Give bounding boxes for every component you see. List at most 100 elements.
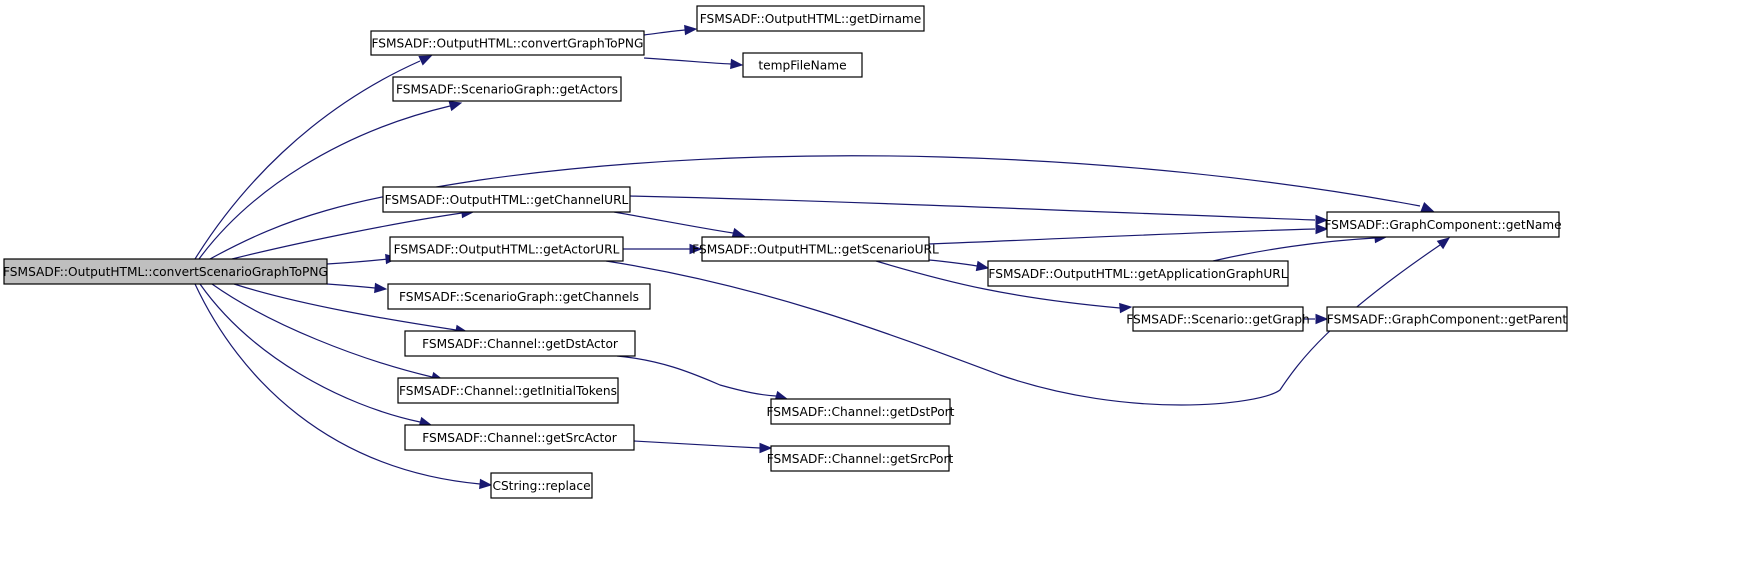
node-getDirname[interactable]: FSMSADF::OutputHTML::getDirname <box>696 5 925 32</box>
edge-getApplicationGraphURL-to-getName <box>1212 232 1388 262</box>
arrowhead-icon <box>374 282 388 294</box>
arrowhead-icon <box>448 100 463 112</box>
edge-line <box>326 283 376 289</box>
node-label: FSMSADF::ScenarioGraph::getChannels <box>399 290 639 304</box>
node-box[interactable] <box>490 472 593 499</box>
edge-root-to-getName <box>209 155 1435 260</box>
node-getChannelURL[interactable]: FSMSADF::OutputHTML::getChannelURL <box>382 186 631 213</box>
edge-getScenarioURL-to-getName <box>928 223 1329 245</box>
edge-line <box>928 259 978 267</box>
node-label: FSMSADF::OutputHTML::getDirname <box>700 12 922 26</box>
edge-getChannelURL-to-getName <box>629 195 1329 226</box>
arrowhead-icon <box>1119 302 1133 314</box>
node-getActors[interactable]: FSMSADF::ScenarioGraph::getActors <box>392 76 622 102</box>
node-label: FSMSADF::Scenario::getGraph <box>1126 313 1310 327</box>
node-box[interactable] <box>392 76 622 102</box>
edge-root-to-convertGraphToPNG <box>194 55 433 260</box>
edge-line <box>613 211 734 234</box>
edge-line <box>1212 237 1376 262</box>
node-root[interactable]: FSMSADF::OutputHTML::convertScenarioGrap… <box>3 258 328 285</box>
node-getParent[interactable]: FSMSADF::GraphComponent::getParent <box>1326 306 1568 332</box>
edge-root-to-replace <box>194 283 493 490</box>
node-box[interactable] <box>701 236 930 262</box>
arrowhead-icon <box>975 260 990 272</box>
nodes-layer: FSMSADF::OutputHTML::convertScenarioGrap… <box>3 5 1568 499</box>
node-box[interactable] <box>696 5 925 32</box>
node-box[interactable] <box>370 30 645 56</box>
edge-line <box>605 244 1441 406</box>
arrowhead-icon <box>731 227 746 239</box>
arrowhead-icon <box>479 478 493 490</box>
node-label: FSMSADF::GraphComponent::getName <box>1324 218 1561 232</box>
edge-line <box>629 195 1316 221</box>
node-getSrcPort[interactable]: FSMSADF::Channel::getSrcPort <box>767 445 954 472</box>
node-box[interactable] <box>404 330 636 357</box>
edge-line <box>616 355 777 397</box>
node-label: FSMSADF::Channel::getDstPort <box>767 405 955 419</box>
edge-line <box>928 228 1316 245</box>
node-getDstPort[interactable]: FSMSADF::Channel::getDstPort <box>767 398 955 425</box>
node-getSrcActor[interactable]: FSMSADF::Channel::getSrcActor <box>404 424 635 451</box>
edge-getScenarioURL-to-getApplicationGraphURL <box>928 259 990 272</box>
edges-layer <box>194 24 1451 490</box>
edge-line <box>643 57 732 65</box>
edge-line <box>198 105 451 260</box>
node-replace[interactable]: CString::replace <box>490 472 593 499</box>
node-getInitialTokens[interactable]: FSMSADF::Channel::getInitialTokens <box>397 377 619 404</box>
edge-line <box>211 283 433 378</box>
node-box[interactable] <box>3 258 328 285</box>
node-getName[interactable]: FSMSADF::GraphComponent::getName <box>1324 211 1562 238</box>
node-box[interactable] <box>1132 306 1304 332</box>
edge-line <box>231 212 463 260</box>
edge-root-to-getActors <box>198 100 463 260</box>
node-getScenarioURL[interactable]: FSMSADF::OutputHTML::getScenarioURL <box>692 236 939 262</box>
node-getActorURL[interactable]: FSMSADF::OutputHTML::getActorURL <box>389 236 624 262</box>
node-box[interactable] <box>770 398 951 425</box>
edge-line <box>209 155 1421 260</box>
node-label: FSMSADF::Channel::getInitialTokens <box>399 384 617 398</box>
edge-getActorURL-to-getScenarioURL <box>623 243 703 255</box>
node-getDstActor[interactable]: FSMSADF::Channel::getDstActor <box>404 330 636 357</box>
node-box[interactable] <box>397 377 619 404</box>
edge-line <box>643 29 686 36</box>
node-tempFileName[interactable]: tempFileName <box>742 52 863 78</box>
node-label: FSMSADF::Channel::getSrcActor <box>422 431 618 445</box>
node-label: FSMSADF::OutputHTML::getChannelURL <box>385 193 629 207</box>
node-label: FSMSADF::Channel::getDstActor <box>422 337 619 351</box>
node-label: CString::replace <box>492 479 590 493</box>
node-box[interactable] <box>389 236 624 262</box>
arrowhead-icon <box>730 58 744 70</box>
edge-line <box>326 258 389 265</box>
node-getApplicationGraphURL[interactable]: FSMSADF::OutputHTML::getApplicationGraph… <box>987 260 1289 287</box>
edge-getDstActor-to-getDstPort <box>616 355 789 402</box>
edge-getActorURL-to-getName <box>605 237 1451 406</box>
node-label: FSMSADF::OutputHTML::getActorURL <box>394 243 620 257</box>
edge-line <box>199 283 421 423</box>
node-box[interactable] <box>770 445 950 472</box>
edge-getGraph-to-getParent <box>1303 313 1329 325</box>
node-box[interactable] <box>1326 211 1560 238</box>
node-label: tempFileName <box>758 59 846 73</box>
node-box[interactable] <box>742 52 863 78</box>
node-label: FSMSADF::GraphComponent::getParent <box>1327 313 1568 327</box>
node-getGraph[interactable]: FSMSADF::Scenario::getGraph <box>1126 306 1310 332</box>
node-box[interactable] <box>404 424 635 451</box>
node-convertGraphToPNG[interactable]: FSMSADF::OutputHTML::convertGraphToPNG <box>370 30 645 56</box>
node-box[interactable] <box>987 260 1289 287</box>
node-label: FSMSADF::OutputHTML::getApplicationGraph… <box>988 267 1287 281</box>
edge-convertGraphToPNG-to-getDirname <box>643 24 698 36</box>
edge-line <box>875 260 1121 309</box>
edge-line <box>233 283 457 331</box>
node-label: FSMSADF::ScenarioGraph::getActors <box>396 83 618 97</box>
arrowhead-icon <box>1315 214 1329 226</box>
arrowhead-icon <box>759 442 773 454</box>
node-box[interactable] <box>387 283 651 310</box>
node-label: FSMSADF::Channel::getSrcPort <box>767 452 954 466</box>
edge-line <box>194 283 481 485</box>
node-box[interactable] <box>382 186 631 213</box>
edge-root-to-getChannels <box>326 282 388 294</box>
node-getChannels[interactable]: FSMSADF::ScenarioGraph::getChannels <box>387 283 651 310</box>
arrowhead-icon <box>689 243 703 255</box>
node-box[interactable] <box>1326 306 1568 332</box>
